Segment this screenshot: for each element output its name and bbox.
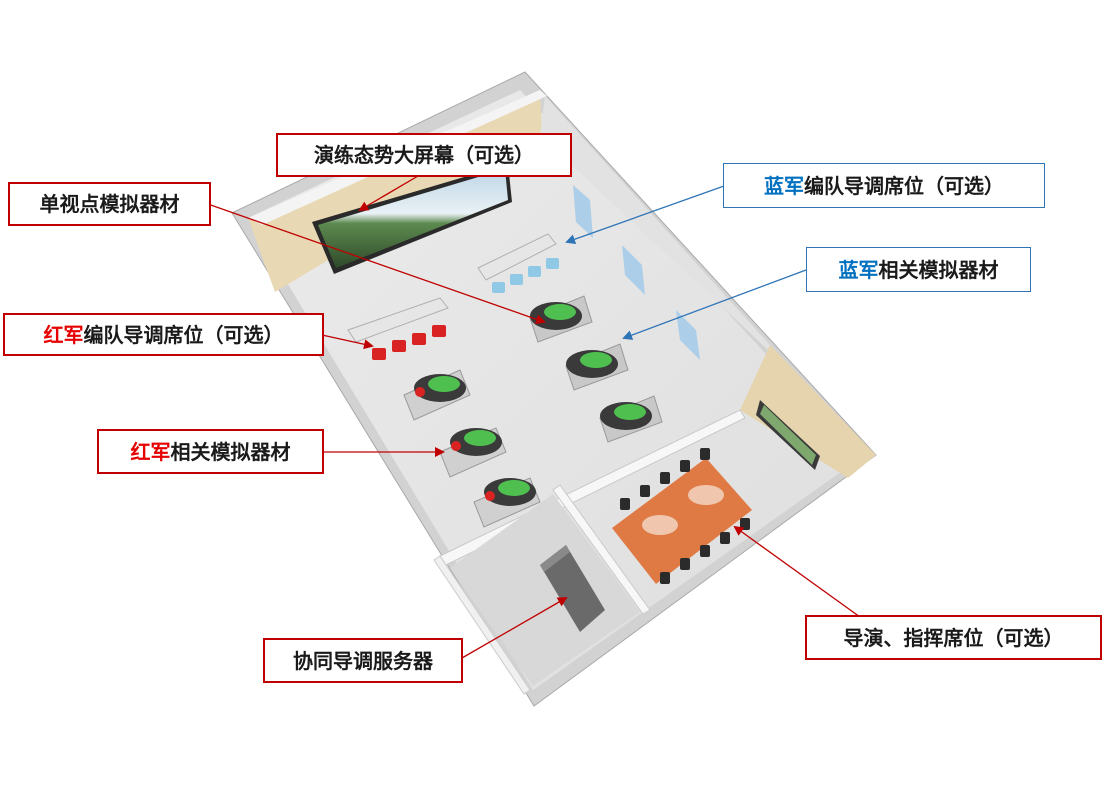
callout-single-view-sim-text: 单视点模拟器材 (39, 192, 180, 216)
callout-red-simulators-text: 相关模拟器材 (170, 439, 291, 464)
arrow-blue-simulators (622, 269, 807, 340)
callout-blue-command-seats: 蓝军编队导调席位（可选） (723, 163, 1045, 208)
side-room (740, 345, 876, 478)
callout-blue-simulators-highlight: 蓝军 (838, 257, 879, 282)
blue-command-seats (477, 233, 559, 293)
leader-lines (204, 175, 861, 659)
callout-blue-simulators-text: 相关模拟器材 (878, 257, 999, 282)
arrow-red-command-seats (321, 334, 374, 350)
arrow-director-seats (733, 525, 861, 618)
callout-red-simulators: 红军相关模拟器材 (97, 429, 324, 474)
callout-red-command-seats: 红军编队导调席位（可选） (3, 313, 324, 356)
callout-director-seats: 导演、指挥席位（可选） (805, 615, 1102, 660)
callout-director-seats-text: 导演、指挥席位（可选） (843, 625, 1064, 650)
arrow-blue-command-seats (565, 185, 725, 245)
callout-big-screen: 演练态势大屏幕（可选） (276, 133, 572, 177)
arrow-coord-servers (461, 597, 568, 659)
callout-coord-servers: 协同导调服务器 (263, 638, 463, 683)
right-wall (540, 96, 770, 360)
situation-screen (312, 164, 512, 274)
arrow-big-screen (358, 175, 419, 212)
server-room (450, 494, 640, 686)
callout-red-command-seats-text: 编队导调席位（可选） (83, 322, 284, 347)
simulator-pods (403, 295, 663, 528)
callout-red-command-seats-highlight: 红军 (43, 322, 84, 347)
red-command-seats (347, 297, 449, 360)
callout-coord-servers-text: 协同导调服务器 (293, 648, 433, 673)
red-simulator (403, 369, 471, 421)
conference-area (612, 448, 752, 584)
arrow-single-view-sim (204, 202, 546, 325)
blue-simulator (565, 343, 629, 391)
callout-single-view-sim: 单视点模拟器材 (8, 182, 211, 226)
callout-big-screen-text: 演练态势大屏幕（可选） (314, 143, 534, 167)
callout-blue-command-seats-text: 编队导调席位（可选） (804, 173, 1004, 198)
red-simulator (439, 427, 507, 478)
red-simulator (473, 477, 541, 528)
callout-blue-command-seats-highlight: 蓝军 (764, 173, 804, 198)
callout-red-simulators-highlight: 红军 (130, 439, 171, 464)
callout-blue-simulators: 蓝军相关模拟器材 (806, 247, 1031, 292)
blue-simulator (599, 395, 663, 443)
